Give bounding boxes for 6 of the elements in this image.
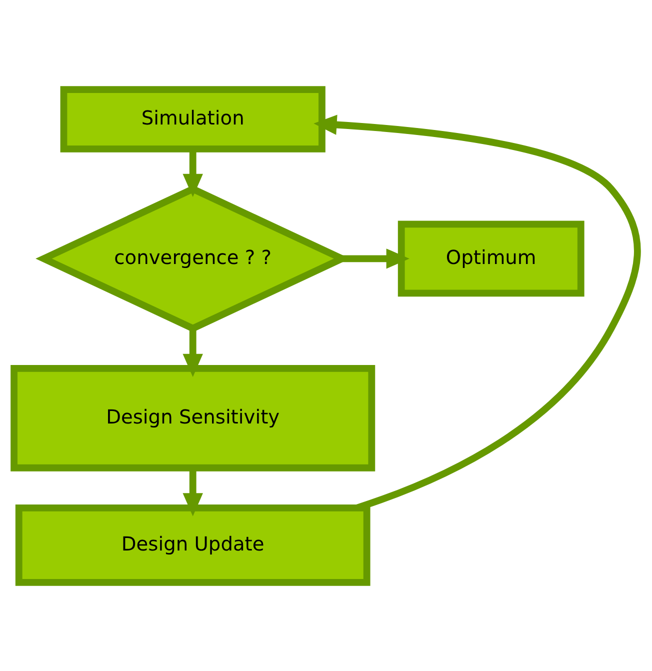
arrow	[342, 248, 410, 268]
node-box: Design Sensitivity	[10, 364, 376, 471]
arrow	[182, 328, 203, 376]
node-box: Optimum	[398, 220, 584, 296]
node-box: Simulation	[60, 86, 326, 152]
node-box: Design Update	[15, 504, 370, 586]
